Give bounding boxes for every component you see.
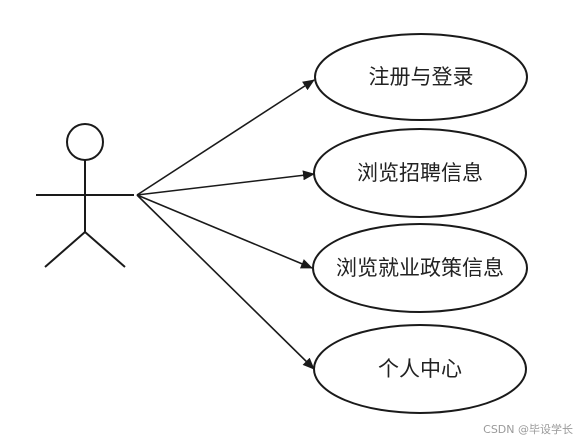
association-arrow-4 bbox=[136, 194, 315, 370]
use-case-browse-policy[interactable]: 浏览就业政策信息 bbox=[312, 223, 528, 313]
use-case-personal-center[interactable]: 个人中心 bbox=[313, 324, 527, 414]
association-arrow-2 bbox=[136, 170, 315, 196]
actor bbox=[36, 123, 134, 268]
actor-left-leg bbox=[44, 231, 86, 268]
actor-right-leg bbox=[84, 231, 126, 268]
use-case-ellipse bbox=[313, 324, 527, 414]
watermark-text: CSDN @毕设学长 bbox=[483, 423, 573, 436]
use-case-register-login[interactable]: 注册与登录 bbox=[314, 33, 528, 121]
use-case-label: 浏览就业政策信息 bbox=[336, 256, 504, 280]
actor-head bbox=[66, 123, 104, 161]
use-case-ellipse bbox=[313, 128, 527, 218]
use-case-label: 个人中心 bbox=[378, 357, 462, 381]
associations bbox=[136, 79, 315, 370]
use-case-label: 浏览招聘信息 bbox=[357, 161, 483, 185]
association-arrow-1 bbox=[136, 79, 315, 196]
use-case-label: 注册与登录 bbox=[369, 65, 474, 89]
use-case-ellipse bbox=[312, 223, 528, 313]
use-case-browse-jobs[interactable]: 浏览招聘信息 bbox=[313, 128, 527, 218]
association-arrow-3 bbox=[136, 194, 313, 269]
use-case-ellipse bbox=[314, 33, 528, 121]
